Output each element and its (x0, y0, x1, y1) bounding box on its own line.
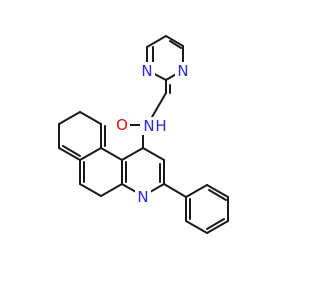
bond (151, 92, 167, 118)
bond (79, 183, 102, 197)
atom-carbonyl-o: O (116, 116, 128, 134)
bond (58, 147, 81, 161)
phenyl-ring (163, 183, 229, 234)
bond (185, 220, 208, 234)
atom-n-pyrimidine-bottom: N (177, 62, 188, 80)
molecule-diagram: N N N H O N (58, 35, 229, 234)
bond (142, 147, 165, 161)
bond (169, 40, 182, 49)
bond (79, 111, 102, 125)
bond (58, 111, 81, 125)
bond (206, 220, 229, 234)
atom-n-pyrimidine-top: N (141, 62, 152, 80)
bond (206, 184, 229, 198)
bond (165, 35, 184, 47)
bond (79, 147, 102, 161)
bond (163, 183, 187, 198)
bond (146, 35, 167, 48)
quinoline-ring (58, 111, 165, 197)
label-mask (139, 62, 155, 80)
bond (121, 147, 144, 161)
label-mask (140, 117, 158, 135)
bond (100, 147, 123, 161)
label-mask (114, 116, 130, 134)
atom-amide-h: H (155, 117, 166, 135)
label-mask (175, 62, 191, 80)
bond (62, 145, 81, 157)
atom-quinoline-n: N (137, 188, 148, 206)
bond (100, 183, 123, 197)
label-mask (135, 188, 151, 206)
bond (206, 218, 225, 230)
bond (208, 189, 227, 201)
structure-canvas: N N N H O N (58, 35, 229, 234)
atom-amide-n: N (143, 117, 154, 135)
bond (185, 184, 208, 198)
